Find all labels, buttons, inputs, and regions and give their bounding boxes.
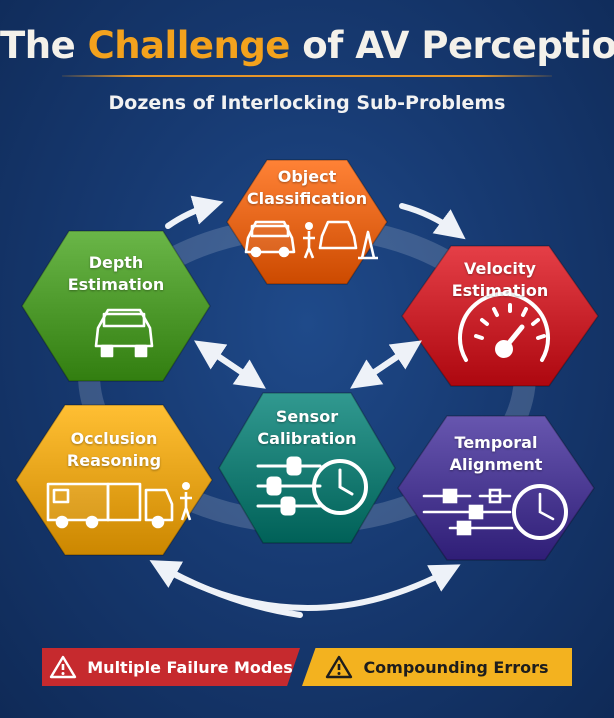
car-sensor-rays-icon [94, 308, 154, 358]
label-line-1: Occlusion [70, 429, 158, 448]
title-part-4: AV Perception [355, 24, 614, 67]
banner-compounding-errors: Compounding Errors [302, 648, 572, 686]
sliders-clock-icon [256, 456, 368, 516]
truck-pedestrian-icon [46, 482, 192, 529]
banner-failure-modes: Multiple Failure Modes [42, 648, 300, 686]
label-line-1: Velocity [464, 259, 536, 278]
label-line-2: Estimation [67, 275, 165, 294]
speedometer-icon [458, 291, 550, 362]
page-subtitle: Dozens of Interlocking Sub-Problems [108, 92, 506, 114]
hexagon-depth-estimation [21, 230, 211, 382]
label-line-2: Calibration [257, 429, 357, 448]
label-line-1: Object [277, 167, 337, 186]
banner-failure-modes-label: Multiple Failure Modes [87, 657, 293, 677]
arrow-depth-to-object [165, 195, 224, 229]
label-line-1: Temporal [454, 433, 538, 452]
arrow-bottom-left-head [149, 560, 303, 618]
label-line-2: Classification [246, 189, 368, 208]
warning-icon [49, 655, 77, 679]
banner-compounding-errors-label: Compounding Errors [363, 657, 549, 677]
label-line-2: Reasoning [66, 451, 162, 470]
hexagon-temporal-alignment [397, 415, 595, 561]
title-divider [62, 75, 552, 77]
arrow-sensor-velocity [367, 340, 422, 378]
timeline-clock-icon [422, 484, 568, 540]
label-line-2: Alignment [449, 455, 543, 474]
car-pedestrian-cone-icon [244, 220, 378, 260]
warning-icon [325, 655, 353, 679]
label-line-1: Sensor [275, 407, 339, 426]
arrow-sensor-depth [194, 340, 249, 378]
title-part-1: The [0, 24, 88, 67]
title-part-2: Challenge [87, 24, 291, 67]
hexagon-velocity-estimation [401, 245, 599, 387]
arrow-object-to-velocity [399, 203, 466, 240]
label-line-2: Estimation [451, 281, 549, 300]
title-part-3: of [289, 24, 356, 67]
label-line-1: Depth [88, 253, 144, 272]
page-title: The Challenge of AV Perception [0, 24, 614, 67]
